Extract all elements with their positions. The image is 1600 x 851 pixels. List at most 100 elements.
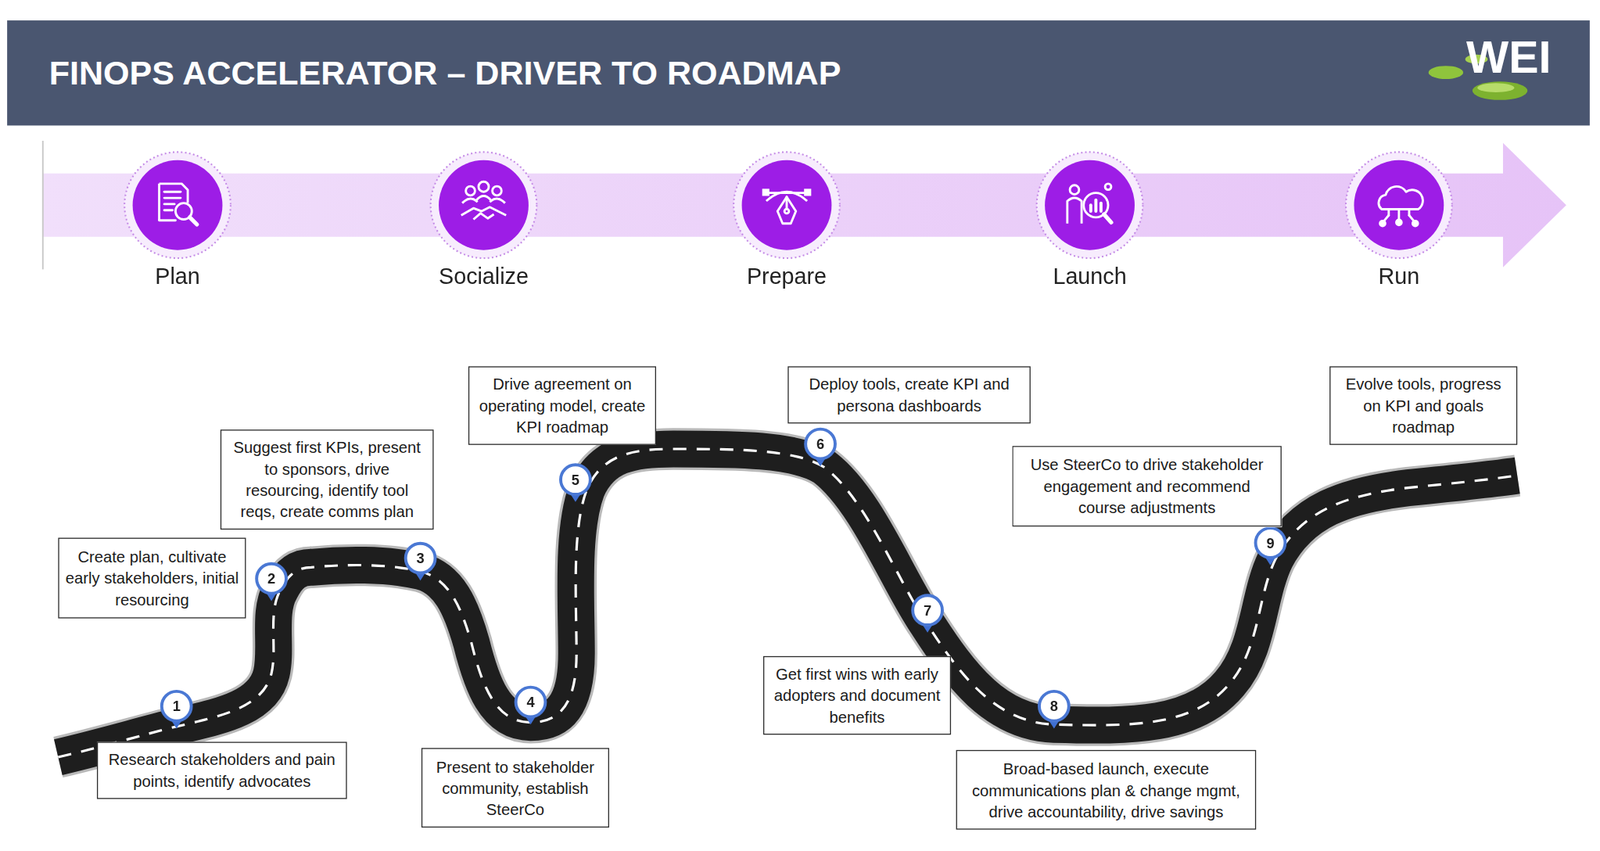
- phase-icon-circle: [114, 148, 241, 262]
- step-marker: 1: [159, 688, 194, 732]
- icon-stroke: [478, 181, 489, 192]
- icon-stroke: [1069, 185, 1080, 195]
- icon-stroke: [1397, 208, 1400, 219]
- callout-number: 8: [1036, 688, 1072, 724]
- phase-circle: [742, 160, 833, 251]
- step-marker: 2: [254, 561, 289, 605]
- phase-icon-circle: [1026, 148, 1154, 262]
- icon-stroke: [1395, 219, 1402, 226]
- icon-stroke: [164, 197, 181, 200]
- phase-icon: [1067, 183, 1112, 224]
- step-box: Broad-based launch, execute communicatio…: [956, 749, 1257, 830]
- phase-circle: [132, 160, 223, 251]
- step-text: Evolve tools, progress on KPI and goals …: [1335, 373, 1511, 438]
- step-text: Research stakeholders and pain points, i…: [103, 749, 341, 793]
- step-text: Broad-based launch, execute communicatio…: [961, 757, 1250, 822]
- phase-icon: [461, 181, 506, 219]
- phase-circle: [438, 160, 529, 251]
- callout-number: 9: [1252, 525, 1288, 560]
- step-box: Use SteerCo to drive stakeholder engagem…: [1011, 445, 1281, 527]
- step-marker: 8: [1036, 688, 1072, 732]
- phase-icon-circle: [1335, 148, 1463, 262]
- icon-stroke: [1378, 186, 1423, 209]
- icon-stroke: [190, 217, 198, 225]
- callout-number: 7: [910, 592, 945, 628]
- step-text: Present to stakeholder community, establ…: [427, 755, 603, 820]
- icon-stroke: [492, 186, 503, 196]
- icon-stroke: [1067, 197, 1082, 224]
- callout-number: 4: [513, 684, 548, 719]
- icon-stroke: [157, 183, 161, 221]
- icon-stroke: [476, 195, 491, 200]
- step-text: Deploy tools, create KPI and persona das…: [793, 373, 1025, 417]
- step-marker: 5: [558, 462, 593, 506]
- step-marker: 9: [1252, 525, 1288, 569]
- title-bar: [7, 20, 1590, 126]
- icon-stroke: [803, 188, 811, 196]
- icon-stroke: [164, 202, 175, 205]
- icon-stroke: [1104, 183, 1112, 191]
- phase-ring: [733, 151, 840, 259]
- icon-stroke: [1094, 200, 1098, 212]
- phase-node: Plan: [114, 148, 241, 298]
- icon-stroke: [785, 197, 789, 210]
- step-marker: 7: [910, 592, 945, 636]
- phase-node: Prepare: [723, 148, 851, 298]
- icon-stroke: [1412, 220, 1418, 227]
- phase-circle: [1353, 160, 1444, 251]
- band-edge: [42, 140, 44, 270]
- callout-number: 6: [803, 426, 838, 461]
- step-text: Create plan, cultivate early stakeholder…: [64, 545, 240, 610]
- step-marker: 3: [402, 540, 438, 584]
- phase-ring: [430, 151, 538, 259]
- step-box: Drive agreement on operating model, crea…: [468, 365, 657, 445]
- logo-oval: [1477, 82, 1514, 93]
- step-marker: 4: [513, 684, 548, 728]
- phase-node: Launch: [1026, 148, 1154, 298]
- phase-arrow-band: [43, 143, 1567, 268]
- icon-stroke: [489, 198, 506, 204]
- page-title: FINOPS ACCELERATOR – DRIVER TO ROADMAP: [49, 20, 842, 126]
- logo-text: WEI: [1466, 34, 1551, 79]
- step-box: Evolve tools, progress on KPI and goals …: [1329, 365, 1518, 445]
- callout-number: 2: [254, 561, 289, 596]
- icon-stroke: [1099, 203, 1103, 212]
- callout-number: 3: [402, 540, 438, 575]
- icon-stroke: [164, 190, 181, 194]
- phase-circle: [1044, 160, 1135, 251]
- step-box: Research stakeholders and pain points, i…: [96, 741, 348, 799]
- icon-stroke: [1089, 204, 1093, 212]
- step-text: Get first wins with early adopters and d…: [769, 663, 945, 728]
- step-box: Present to stakeholder community, establ…: [421, 747, 610, 828]
- phase-node: Socialize: [420, 148, 548, 298]
- phase-ring: [124, 151, 231, 259]
- phase-label: Launch: [1026, 263, 1154, 291]
- callout-number: 1: [159, 688, 194, 724]
- phase-label: Run: [1335, 263, 1463, 291]
- icon-stroke: [462, 198, 478, 204]
- icon-stroke: [1380, 220, 1386, 227]
- phase-icon-circle: [723, 148, 851, 262]
- step-marker: 6: [803, 426, 838, 470]
- step-text: Use SteerCo to drive stakeholder engagem…: [1018, 454, 1276, 519]
- icon-stroke: [777, 197, 796, 224]
- phase-icon: [762, 188, 812, 223]
- phase-label: Plan: [114, 263, 241, 291]
- icon-stroke: [762, 188, 770, 196]
- icon-stroke: [164, 208, 173, 212]
- logo-oval: [1472, 81, 1528, 100]
- logo-oval: [1428, 65, 1464, 79]
- phase-icon: [1378, 186, 1423, 227]
- phase-node: Run: [1335, 148, 1463, 298]
- phase-label: Prepare: [723, 263, 851, 291]
- phase-icon-circle: [420, 148, 548, 262]
- icon-stroke: [466, 186, 476, 196]
- phase-ring: [1036, 151, 1144, 259]
- step-box: Create plan, cultivate early stakeholder…: [57, 538, 246, 619]
- phase-ring: [1345, 151, 1453, 259]
- step-box: Deploy tools, create KPI and persona das…: [787, 365, 1031, 424]
- callout-number: 5: [558, 462, 593, 497]
- phase-icon: [159, 183, 198, 225]
- phase-label: Socialize: [420, 263, 548, 291]
- step-text: Suggest first KPIs, present to sponsors,…: [226, 436, 428, 523]
